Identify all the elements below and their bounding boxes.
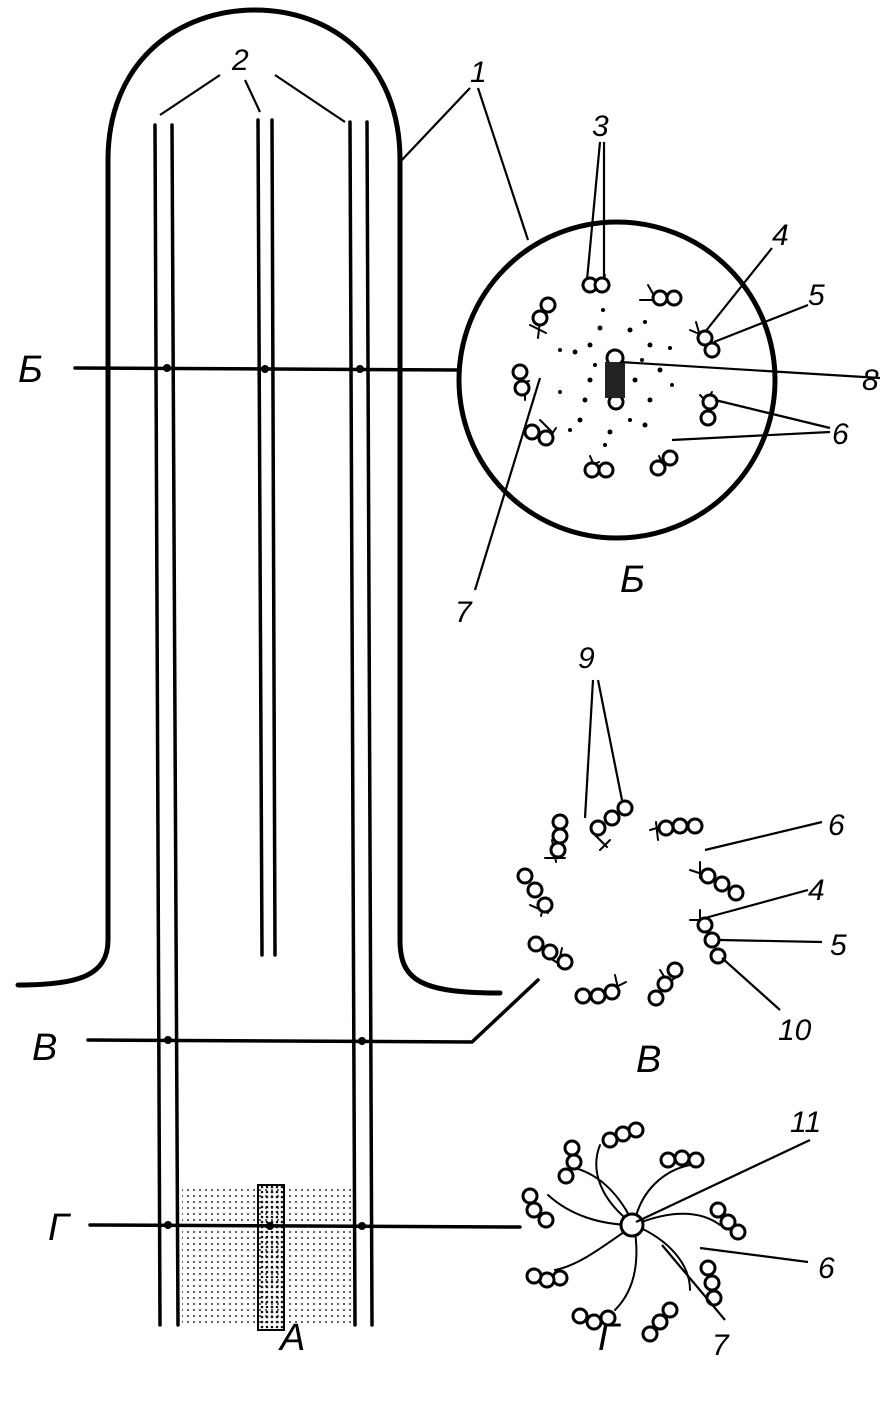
label-section-b-circle: Б	[620, 559, 645, 601]
label-5-v: 5	[830, 929, 847, 962]
leaders-1	[399, 87, 530, 241]
dots-b	[558, 308, 674, 447]
label-section-g: Г	[48, 1207, 72, 1249]
leaders-g	[635, 1139, 811, 1321]
label-2: 2	[231, 44, 249, 77]
label-4-v: 4	[808, 874, 825, 907]
label-3: 3	[592, 110, 609, 143]
label-section-v: В	[32, 1027, 57, 1069]
label-4-b: 4	[772, 219, 789, 252]
label-6-v: 6	[828, 809, 845, 842]
label-8: 8	[862, 364, 879, 397]
label-section-g-fig: Г	[598, 1317, 622, 1359]
section-circle-b	[456, 219, 778, 541]
label-6-b: 6	[832, 418, 849, 451]
section-marks	[163, 364, 366, 1230]
section-line-v	[86, 978, 540, 1044]
dotted-region	[182, 1184, 352, 1331]
label-7-g: 7	[712, 1329, 730, 1362]
leaders-b	[473, 141, 881, 591]
label-5-b: 5	[808, 279, 825, 312]
label-10: 10	[778, 1014, 812, 1047]
molecules-b	[511, 274, 721, 479]
label-1: 1	[470, 56, 487, 89]
leaders-v	[583, 679, 823, 1011]
section-line-g	[88, 1223, 522, 1229]
label-section-v-fig: В	[636, 1039, 661, 1081]
micelle-g	[521, 1121, 747, 1343]
label-figure-a: А	[278, 1317, 305, 1359]
molecules-v	[516, 799, 745, 1007]
inner-tubes	[153, 118, 374, 1327]
label-9: 9	[578, 642, 595, 675]
label-7-b: 7	[455, 596, 473, 629]
vessel-outline	[15, 7, 503, 996]
label-11: 11	[790, 1106, 821, 1139]
leaders-2	[159, 74, 346, 123]
label-section-b: Б	[18, 349, 43, 391]
label-6-g: 6	[818, 1252, 835, 1285]
